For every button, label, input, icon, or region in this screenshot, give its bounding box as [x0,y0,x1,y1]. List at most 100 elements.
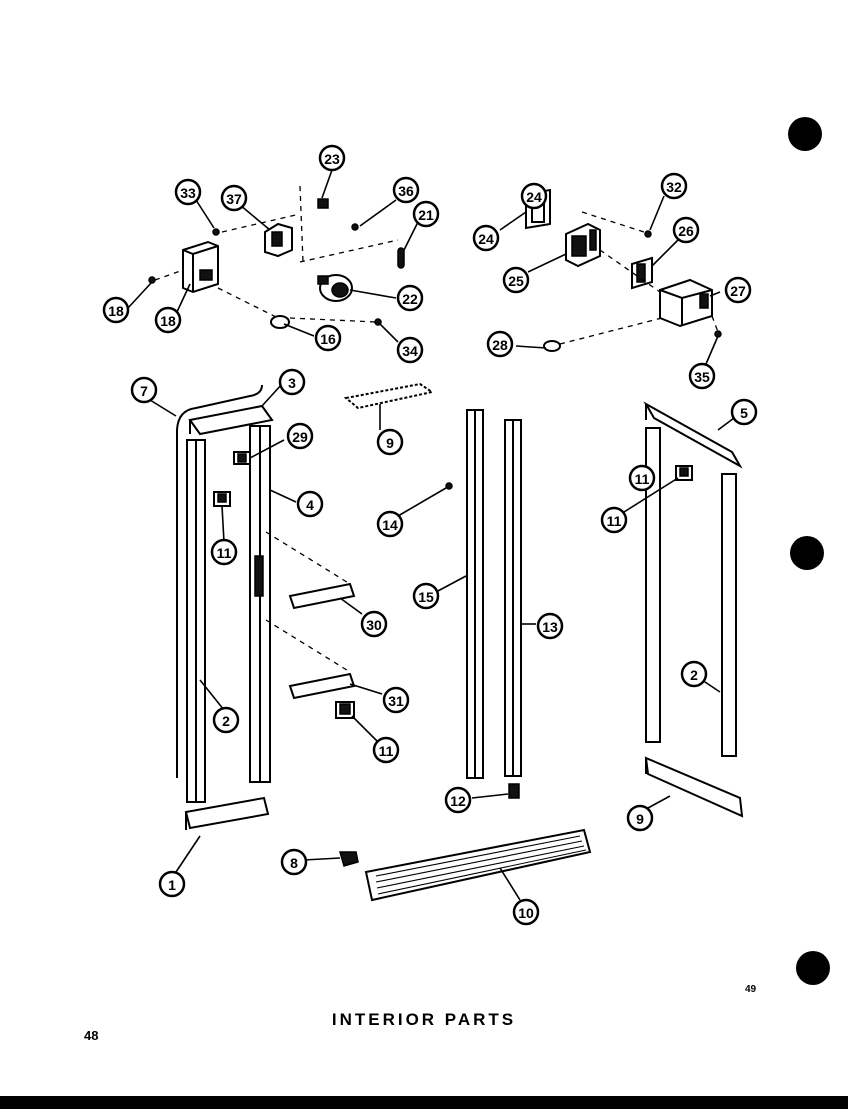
callout-36: 36 [392,176,420,204]
callout-31: 31 [382,686,410,714]
callout-9: 9 [376,428,404,456]
callout-number: 34 [402,343,418,359]
callout-number: 18 [108,303,124,319]
right-liner-frame [643,401,744,818]
callout-number: 27 [730,283,746,299]
callout-number: 31 [388,693,404,709]
callout-9: 9 [626,804,654,832]
callout-number: 36 [398,183,414,199]
callout-2: 2 [212,706,240,734]
callout-11: 11 [628,464,656,492]
callout-4: 4 [296,490,324,518]
callout-number: 24 [478,231,494,247]
shelf-clip [213,491,231,507]
callout-15: 15 [412,582,440,610]
callout-number: 21 [418,207,434,223]
callout-number: 30 [366,617,382,633]
light-bulb [397,247,405,269]
callout-24: 24 [520,182,548,210]
callout-number: 35 [694,369,710,385]
callout-number: 2 [222,713,230,729]
callout-bubbles: 1223457899101111111112131415161818212223… [102,144,758,926]
callout-2: 2 [680,660,708,688]
callout-37: 37 [220,184,248,212]
callout-3: 3 [278,368,306,396]
screw [445,482,453,490]
lamp-socket [317,198,329,209]
mounting-bracket [264,222,293,258]
page-number: 48 [84,1028,99,1043]
callout-number: 11 [635,471,650,487]
shelf-clip [675,465,693,481]
callout-14: 14 [376,510,404,538]
callout-number: 22 [402,291,418,307]
callout-number: 13 [542,619,558,635]
thermostat-knob [317,274,353,302]
callout-10: 10 [512,898,540,926]
wire-clip [543,340,561,352]
callout-30: 30 [360,610,388,638]
callout-number: 10 [518,905,534,921]
callout-16: 16 [314,324,342,352]
callout-number: 24 [526,189,542,205]
callout-18: 18 [154,306,182,334]
defrost-timer-box [659,278,713,328]
hinge-bracket [233,451,251,465]
callout-25: 25 [502,266,530,294]
callout-number: 9 [386,435,394,451]
screw [374,318,382,326]
callout-number: 33 [180,185,196,201]
callout-number: 2 [690,667,698,683]
callout-number: 5 [740,405,748,421]
timer-switch [565,222,601,268]
callout-11: 11 [600,506,628,534]
callout-35: 35 [688,362,716,390]
callout-26: 26 [672,216,700,244]
callout-number: 4 [306,497,314,513]
screw [212,228,220,236]
callout-1: 1 [158,870,186,898]
callout-29: 29 [286,422,314,450]
binder-hole [790,536,824,570]
shelf-support-upper [288,582,356,610]
screw [644,230,652,238]
callout-number: 11 [217,545,232,561]
diagram-title: INTERIOR PARTS [331,1010,517,1029]
callout-5: 5 [730,398,758,426]
callout-34: 34 [396,336,424,364]
callout-number: 29 [292,429,308,445]
callout-11: 11 [372,736,400,764]
callout-number: 26 [678,223,694,239]
callout-12: 12 [444,786,472,814]
callout-28: 28 [486,330,514,358]
callout-18: 18 [102,296,130,324]
mullion-cap [508,783,520,799]
callout-13: 13 [536,612,564,640]
callout-number: 7 [140,383,148,399]
callout-21: 21 [412,200,440,228]
shelf-support-lower [288,672,356,700]
callout-24: 24 [472,224,500,252]
toe-grille [364,828,592,902]
clip [270,315,290,329]
callout-number: 25 [508,273,524,289]
binder-hole [788,117,822,151]
callout-number: 11 [607,513,622,529]
shelf-clip [335,701,355,719]
small-bracket [339,851,359,867]
binder-hole [796,951,830,985]
control-box [182,240,219,294]
callout-11: 11 [210,538,238,566]
switch-plate [631,256,653,290]
divider-cover [343,382,435,410]
callout-number: 12 [450,793,466,809]
callout-number: 18 [160,313,176,329]
callout-22: 22 [396,284,424,312]
callout-number: 23 [324,151,340,167]
callout-number: 32 [666,179,682,195]
callout-number: 1 [168,877,176,893]
leader-lines [127,169,743,901]
